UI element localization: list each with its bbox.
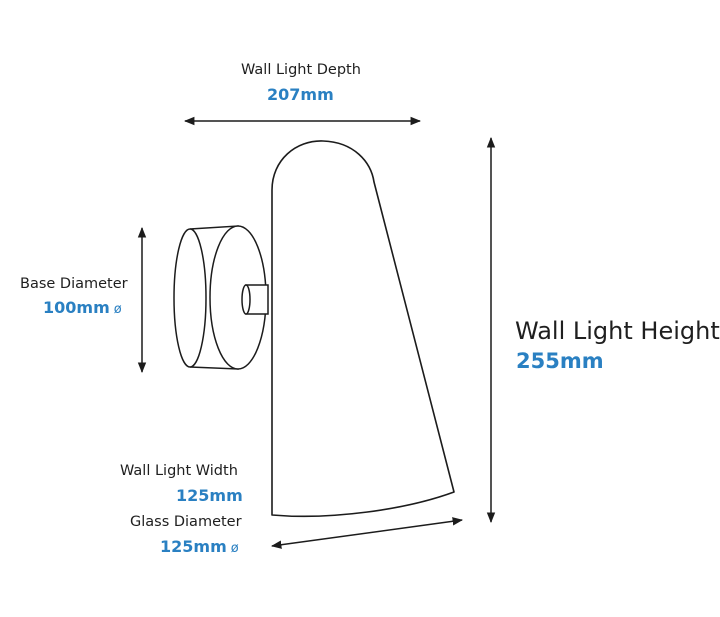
glass-diameter-value: 125mm: [160, 537, 227, 556]
base-diameter-symbol: ø: [113, 302, 122, 317]
depth-value: 207mm: [267, 85, 334, 104]
wall-base-back: [173, 228, 207, 368]
height-label: Wall Light Height: [515, 317, 720, 345]
width-label: Wall Light Width: [120, 463, 238, 479]
lamp-shade: [271, 140, 455, 518]
glass-diameter-symbol: ø: [230, 541, 239, 556]
connector: [241, 284, 269, 315]
depth-label: Wall Light Depth: [241, 62, 361, 78]
base-diameter-label: Base Diameter: [20, 276, 128, 292]
width-value: 125mm: [176, 486, 243, 505]
glass-diameter-label: Glass Diameter: [130, 514, 242, 530]
height-value: 255mm: [516, 349, 604, 373]
glass-diameter-dimension-line: [270, 517, 464, 549]
wall-base: [173, 225, 267, 370]
base-diameter-value: 100mm: [43, 298, 110, 317]
